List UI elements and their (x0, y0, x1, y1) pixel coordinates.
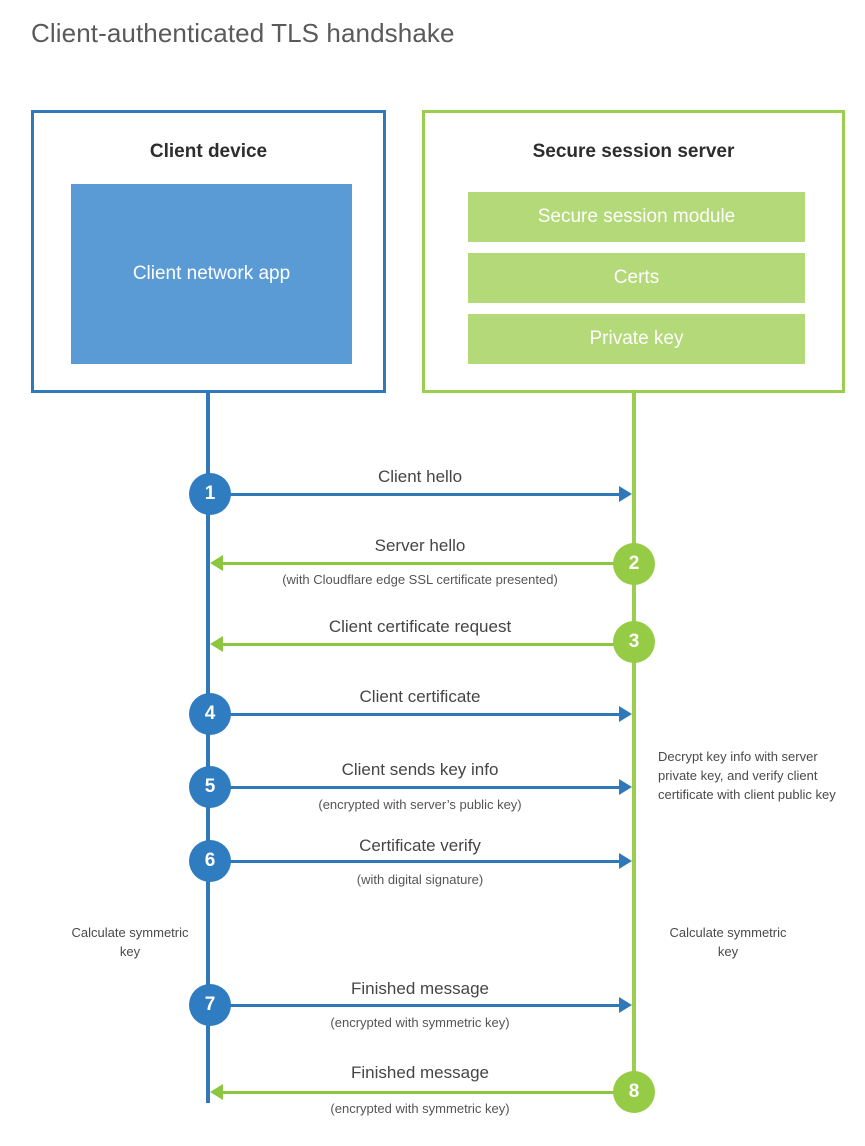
step-6-arrow-line (210, 860, 619, 863)
step-2-label: Server hello (374, 536, 466, 555)
step-4-marker[interactable]: 4 (189, 693, 231, 735)
step-4-label: Client certificate (359, 687, 481, 706)
step-7-arrow-line (210, 1004, 619, 1007)
step-4-arrow-line (210, 713, 619, 716)
step-5-label: Client sends key info (341, 760, 499, 779)
secure-session-server-box: Secure session server Secure session mod… (422, 110, 845, 393)
step-1-arrow-head (619, 486, 632, 502)
server-decrypt-note: Decrypt key info with server private key… (658, 749, 836, 802)
step-6-label: Certificate verify (359, 836, 481, 855)
client-lifeline (206, 393, 210, 1103)
step-6-sublabel: (with digital signature) (356, 872, 484, 887)
secure-session-module-block: Secure session module (468, 192, 805, 242)
client-network-app-block: Client network app (71, 184, 352, 364)
page-title: Client-authenticated TLS handshake (31, 18, 455, 48)
step-5-sublabel: (encrypted with server’s public key) (318, 797, 522, 812)
server-calculate-symmetric-key-note: Calculate symmetric key (669, 925, 787, 959)
step-2-arrow-line (223, 562, 632, 565)
step-2-sublabel: (with Cloudflare edge SSL certificate pr… (282, 572, 558, 587)
step-2-marker[interactable]: 2 (613, 543, 655, 585)
step-8-label: Finished message (351, 1063, 489, 1082)
step-1-arrow-line (210, 493, 619, 496)
step-5-arrow-head (619, 779, 632, 795)
step-8-arrow-head (210, 1084, 223, 1100)
step-5-arrow-line (210, 786, 619, 789)
step-4-arrow-head (619, 706, 632, 722)
step-3-marker[interactable]: 3 (613, 621, 655, 663)
step-1-marker[interactable]: 1 (189, 473, 231, 515)
step-2-arrow-head (210, 555, 223, 571)
client-calculate-symmetric-key-note: Calculate symmetric key (71, 925, 189, 959)
certs-block: Certs (468, 253, 805, 303)
step-7-arrow-head (619, 997, 632, 1013)
step-5-marker[interactable]: 5 (189, 766, 231, 808)
step-7-label: Finished message (351, 979, 489, 998)
secure-session-server-title: Secure session server (532, 141, 735, 162)
step-6-arrow-head (619, 853, 632, 869)
step-3-arrow-head (210, 636, 223, 652)
client-device-box: Client device Client network app (31, 110, 386, 393)
step-1-label: Client hello (377, 467, 463, 486)
step-3-arrow-line (223, 643, 632, 646)
step-6-marker[interactable]: 6 (189, 840, 231, 882)
server-lifeline (632, 393, 636, 1093)
step-8-sublabel: (encrypted with symmetric key) (330, 1101, 510, 1116)
private-key-block: Private key (468, 314, 805, 364)
step-8-marker[interactable]: 8 (613, 1071, 655, 1113)
step-8-arrow-line (223, 1091, 632, 1094)
step-7-sublabel: (encrypted with symmetric key) (330, 1015, 510, 1030)
step-7-marker[interactable]: 7 (189, 984, 231, 1026)
client-device-title: Client device (149, 141, 268, 162)
step-3-label: Client certificate request (328, 617, 512, 636)
